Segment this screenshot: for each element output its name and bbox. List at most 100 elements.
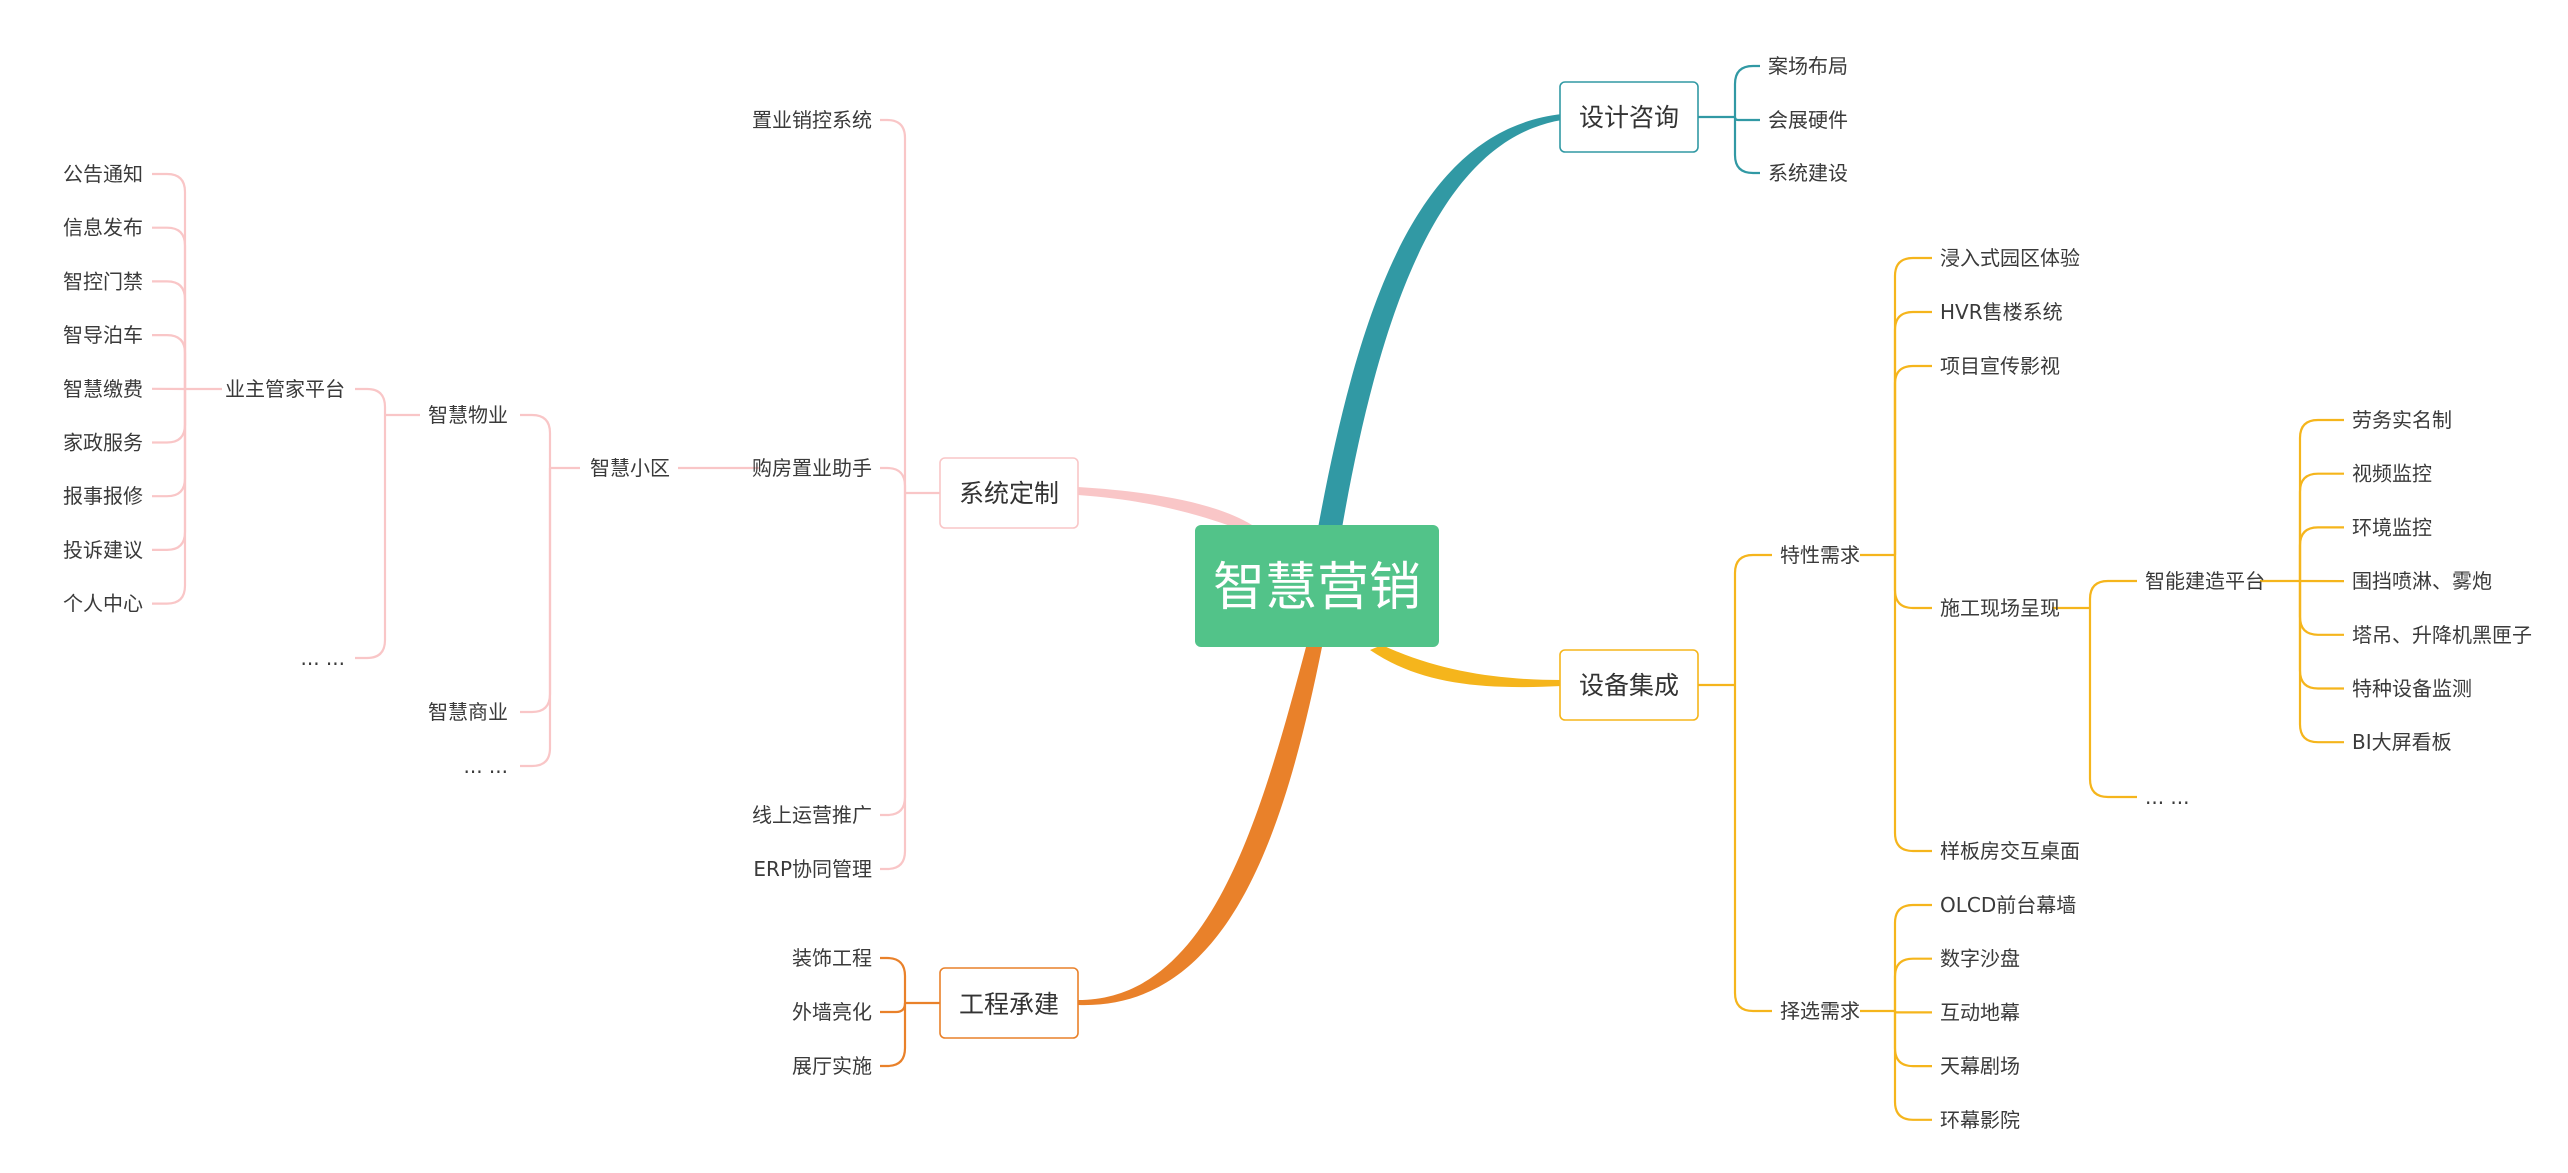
node-design[interactable]: 设计咨询 — [1559, 81, 1699, 153]
optional-item[interactable]: 数字沙盘 — [1940, 947, 2020, 971]
platform-item[interactable]: 劳务实名制 — [2352, 408, 2452, 432]
connector — [2298, 472, 2344, 581]
node-design-label: 设计咨询 — [1579, 103, 1679, 132]
connector — [880, 1002, 907, 1014]
system-item-sales-control[interactable]: 置业销控系统 — [752, 108, 872, 132]
equipment-platform[interactable]: 智能建造平台 — [2145, 569, 2265, 593]
connector — [520, 468, 552, 768]
connector — [880, 493, 907, 871]
owner-item[interactable]: 个人中心 — [63, 592, 143, 616]
connector — [1893, 1010, 1932, 1014]
root-box — [1195, 525, 1439, 647]
connector — [520, 413, 552, 468]
equipment-optional[interactable]: 择选需求 — [1780, 999, 1860, 1023]
design-item[interactable]: 系统建设 — [1768, 161, 1848, 185]
node-project-box — [939, 967, 1079, 1039]
special-item[interactable]: 样板房交互桌面 — [1940, 839, 2080, 863]
project-item[interactable]: 外墙亮化 — [792, 1000, 872, 1024]
connector — [2298, 581, 2344, 636]
node-equipment-label: 设备集成 — [1579, 671, 1679, 700]
owner-item[interactable]: 报事报修 — [63, 484, 143, 508]
design-item[interactable]: 案场布局 — [1768, 54, 1848, 78]
owner-item[interactable]: 信息发布 — [63, 216, 143, 240]
connector — [152, 389, 187, 605]
connector — [1733, 685, 1772, 1013]
system-item-online-ops[interactable]: 线上运营推广 — [752, 803, 872, 827]
owner-item[interactable]: 智慧缴费 — [63, 377, 143, 401]
connector — [1893, 364, 1932, 555]
project-item[interactable]: 装饰工程 — [792, 946, 872, 970]
design-item[interactable]: 会展硬件 — [1768, 108, 1848, 132]
equipment-special[interactable]: 特性需求 — [1780, 543, 1860, 567]
connector — [880, 118, 907, 493]
root-node[interactable]: 智慧营销 — [1195, 525, 1439, 647]
connector — [1893, 555, 1932, 853]
system-owner-platform[interactable]: 业主管家平台 — [225, 377, 345, 401]
connector — [2088, 608, 2137, 799]
connector — [355, 387, 387, 415]
equipment-more-site[interactable]: ... ... — [2145, 785, 2190, 809]
system-property[interactable]: 智慧物业 — [428, 403, 508, 427]
connector — [520, 468, 552, 714]
optional-item[interactable]: 互动地幕 — [1940, 1000, 2020, 1024]
special-item[interactable]: HVR售楼系统 — [1940, 300, 2063, 324]
branch-equipment — [1370, 645, 1562, 688]
node-equipment[interactable]: 设备集成 — [1559, 649, 1699, 721]
connector — [152, 389, 187, 551]
system-item-assistant[interactable]: 购房置业助手 — [752, 456, 872, 480]
platform-item[interactable]: 视频监控 — [2352, 462, 2432, 486]
connector — [880, 1003, 907, 1068]
node-system[interactable]: 系统定制 — [939, 457, 1079, 529]
connector — [1893, 1011, 1932, 1121]
platform-item[interactable]: BI大屏看板 — [2352, 730, 2452, 754]
connector — [2298, 418, 2344, 581]
system-more-community[interactable]: ... ... — [463, 754, 508, 778]
system-more-property[interactable]: ... ... — [300, 646, 345, 670]
system-community[interactable]: 智慧小区 — [590, 456, 670, 480]
connector — [2298, 526, 2344, 581]
node-system-label: 系统定制 — [959, 479, 1059, 508]
node-project[interactable]: 工程承建 — [939, 967, 1079, 1039]
owner-item[interactable]: 智控门禁 — [63, 269, 143, 293]
connector — [1733, 117, 1760, 175]
owner-item[interactable]: 公告通知 — [63, 162, 143, 186]
connector — [880, 466, 907, 493]
special-item[interactable]: 施工现场呈现 — [1940, 596, 2060, 620]
connector — [1893, 256, 1932, 555]
special-item[interactable]: 浸入式园区体验 — [1940, 246, 2080, 270]
platform-item[interactable]: 塔吊、升降机黑匣子 — [2352, 623, 2532, 647]
node-project-label: 工程承建 — [959, 990, 1059, 1019]
connector — [1893, 310, 1932, 555]
optional-item[interactable]: 环幕影院 — [1940, 1108, 2020, 1132]
optional-item[interactable]: 天幕剧场 — [1940, 1054, 2020, 1078]
owner-item[interactable]: 智导泊车 — [63, 323, 143, 347]
connector — [1893, 1011, 1932, 1068]
connector — [355, 415, 387, 660]
connector — [1893, 903, 1932, 1011]
root-label: 智慧营销 — [1213, 558, 1421, 618]
platform-item[interactable]: 环境监控 — [2352, 515, 2432, 539]
connector-lines — [151, 64, 2345, 1121]
connector — [2088, 579, 2137, 608]
special-item[interactable]: 项目宣传影视 — [1940, 354, 2060, 378]
branch-system — [1078, 487, 1252, 528]
node-system-box — [939, 457, 1079, 529]
connector — [2298, 581, 2344, 744]
owner-item[interactable]: 投诉建议 — [63, 538, 143, 562]
system-item-erp[interactable]: ERP协同管理 — [753, 857, 872, 881]
system-commerce[interactable]: 智慧商业 — [428, 700, 508, 724]
connector — [152, 226, 187, 389]
owner-item[interactable]: 家政服务 — [63, 431, 143, 455]
connector — [1893, 957, 1932, 1011]
connector — [152, 280, 187, 389]
connector — [880, 956, 907, 1003]
project-item[interactable]: 展厅实施 — [792, 1054, 872, 1078]
optional-item[interactable]: OLCD前台幕墙 — [1940, 893, 2076, 917]
platform-item[interactable]: 特种设备监测 — [2352, 677, 2472, 701]
platform-item[interactable]: 围挡喷淋、雾炮 — [2352, 569, 2492, 593]
connector — [1733, 553, 1772, 685]
